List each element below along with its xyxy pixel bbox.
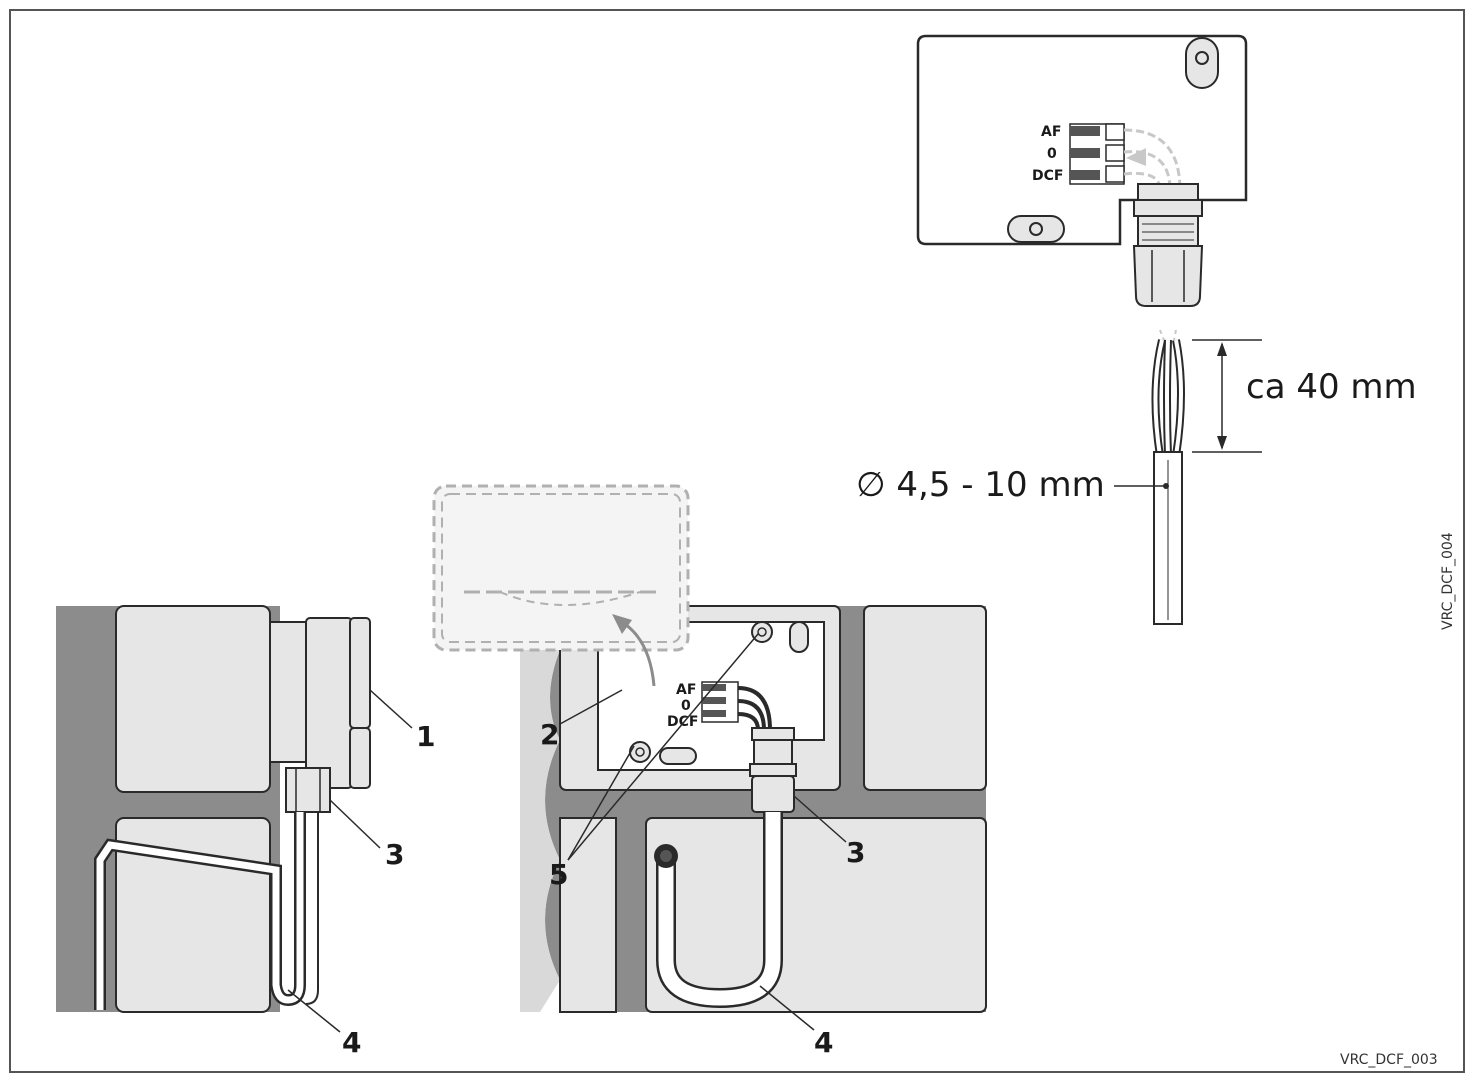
terminal-block-top [1069, 123, 1182, 191]
terminal-0-top: 0 [1047, 146, 1057, 162]
callout-5: 5 [549, 858, 568, 891]
removal-arrowhead [612, 614, 632, 634]
leader-3-left [329, 799, 381, 849]
leader-2 [559, 689, 623, 725]
cable-gland-top [1132, 183, 1204, 307]
terminal-dcf-middle: DCF [667, 714, 698, 730]
wall-section [56, 606, 96, 1012]
side-view-receiver [269, 617, 371, 813]
brick-front-lower-left [559, 817, 617, 1013]
leader-3-middle [793, 795, 847, 843]
detail-slot-bottom [1007, 215, 1065, 243]
terminal-af-middle: AF [676, 682, 696, 698]
brick-front-lower [645, 817, 987, 1013]
cable-gland-middle [749, 727, 797, 813]
screw-hole-bottom [629, 741, 651, 763]
leader-5a [567, 633, 759, 861]
plaster-edge [520, 640, 560, 1012]
figure-frame [9, 9, 1465, 1073]
receiver-cover-dashed [432, 484, 690, 652]
terminal-dcf-top: DCF [1032, 168, 1063, 184]
dimension-strip-length [1192, 339, 1262, 453]
callout-4-left: 4 [342, 1026, 361, 1059]
dimension-diameter-dot [1163, 483, 1169, 489]
callout-4-middle: 4 [814, 1026, 833, 1059]
callout-1: 1 [416, 720, 435, 753]
figure-code-bottom: VRC_DCF_003 [1340, 1052, 1438, 1068]
stripped-cable [1151, 329, 1185, 625]
screw-hole-top [751, 621, 773, 643]
terminal-0-middle: 0 [681, 698, 691, 714]
leader-5b [567, 745, 635, 861]
slot-top [789, 621, 809, 653]
callout-2: 2 [540, 718, 559, 751]
cable-loop-middle [654, 812, 783, 1009]
label-strip-length: ca 40 mm [1246, 367, 1417, 407]
leader-4-middle [759, 985, 815, 1031]
leader-1 [369, 689, 413, 729]
callout-3-left: 3 [385, 838, 404, 871]
receiver-housing [305, 617, 353, 789]
callout-3-middle: 3 [846, 836, 865, 869]
side-view-cable [94, 812, 319, 1010]
brick-front-upper-right [863, 605, 987, 791]
slot-bottom [659, 747, 697, 765]
figure-code-side: VRC_DCF_004 [1440, 532, 1456, 630]
brick-upper [115, 605, 271, 793]
terminal-af-top: AF [1041, 124, 1061, 140]
leader-4-left [287, 989, 341, 1033]
label-cable-diameter: ∅ 4,5 - 10 mm [856, 465, 1105, 505]
side-view-wall [56, 605, 280, 1013]
cable-gland-side [285, 767, 331, 813]
